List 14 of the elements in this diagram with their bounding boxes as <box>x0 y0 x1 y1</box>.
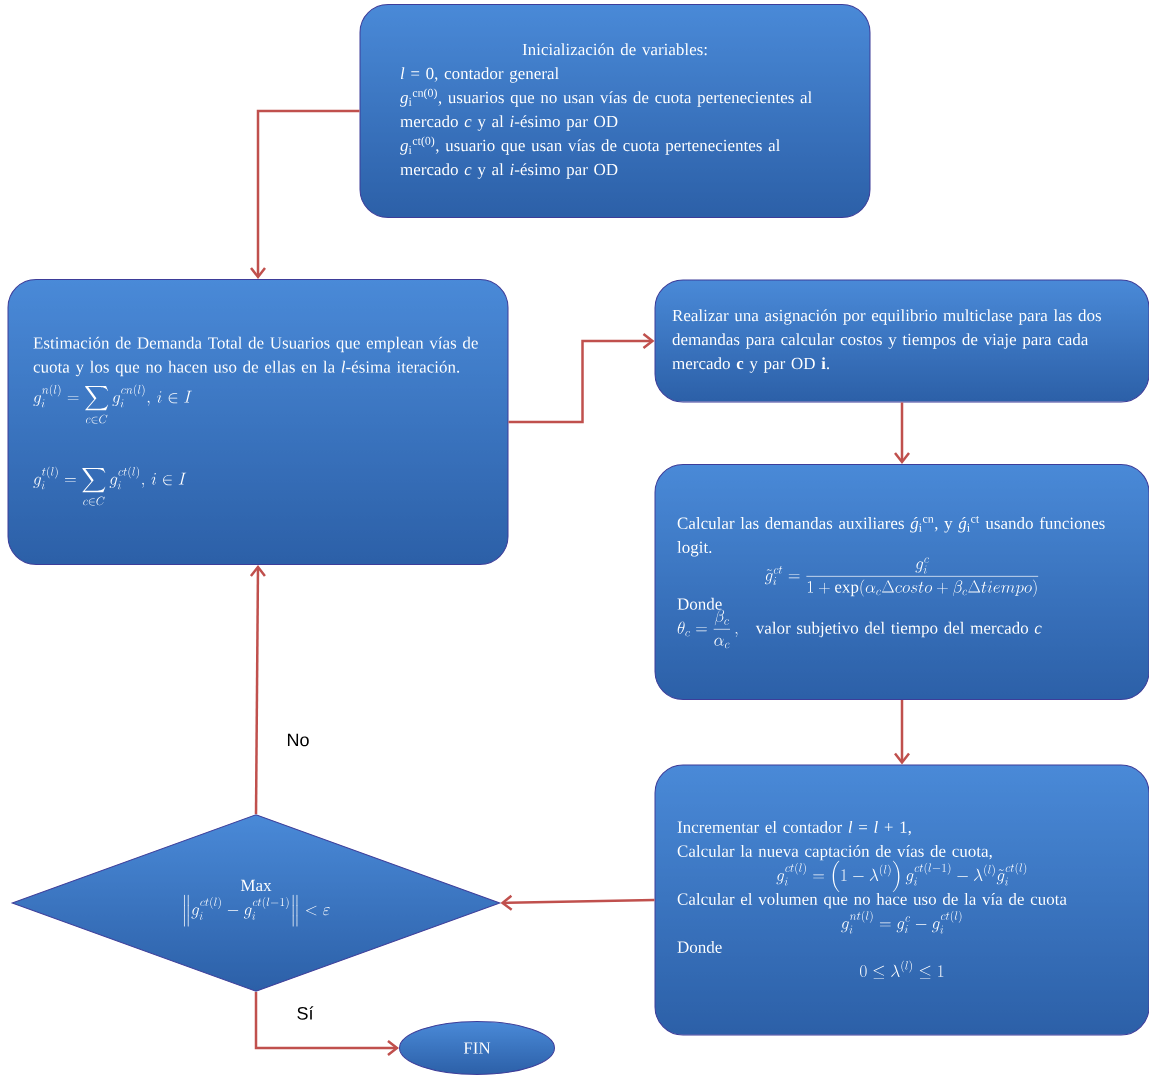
process-box: Inicialización de variables: l = 0, contador general g$_{i}$$^{cn(0)}$, usuarios que no usan vías de cuota pertenecientes al mercado c y al i-ésimo par OD g$_{i}$$^{ct(0)}$, usuario que usan vías de cuota pertenecientes al mercado c y al i-ésimo par OD <box>359 4 871 218</box>
arrow <box>508 333 655 424</box>
arrow <box>500 894 655 911</box>
process-box: Realizar una asignación por equilibrio multiclase para las dos demandas para calcular costos y tiempos de viaje para cada mercado c y par OD i. <box>654 279 1149 403</box>
arrow <box>254 992 399 1056</box>
arrow <box>249 565 266 814</box>
arrow <box>894 402 910 464</box>
arrow <box>894 700 910 765</box>
process-box: Estimación de Demanda Total de Usuarios que emplean vías de cuota y los que no hacen uso de ellas en la l-ésima iteración. $g_i^{n(l)}=\sum_{c\in C} g_i^{cn(l)},\, i\in I$ $g_i^{t(l)}=\sum_{c\in C} g_i^{ct(l)},\, i\in I$ <box>7 279 509 565</box>
arrow <box>250 109 360 279</box>
process-box: Calcular las demandas auxiliares ǵ$_{i}$$^{cn}$, y ǵ$_{i}$$^{ct}$ usando funciones logit. $\tilde{g}_i^{ct}=\frac{g_i^{c}}{1+\exp(\alpha_c\Delta costo+\beta_c\Delta tiempo)}$ Donde $\theta_c=\frac{\beta_c}{\alpha_c}\,,$ valor subjetivo del tiempo del mercado c <box>654 464 1149 700</box>
edge-label: No <box>287 733 309 747</box>
edge-label: Sí <box>297 1006 314 1020</box>
process-box: Incrementar el contador l = l + 1, Calcular la nueva captación de vías de cuota, $g_i^{ct(l)}=\left(1-\lambda^{(l)}\right)g_i^{ct(l-1)}-\lambda^{(l)}\tilde{g}_i^{ct(l)}$ Calcular el volumen que no hace uso de la vía de cuota $g_i^{nt(l)}=g_i^{c}-g_i^{ct(l)}$ Donde $0\le\lambda^{(l)}\le 1$ <box>654 764 1149 1036</box>
